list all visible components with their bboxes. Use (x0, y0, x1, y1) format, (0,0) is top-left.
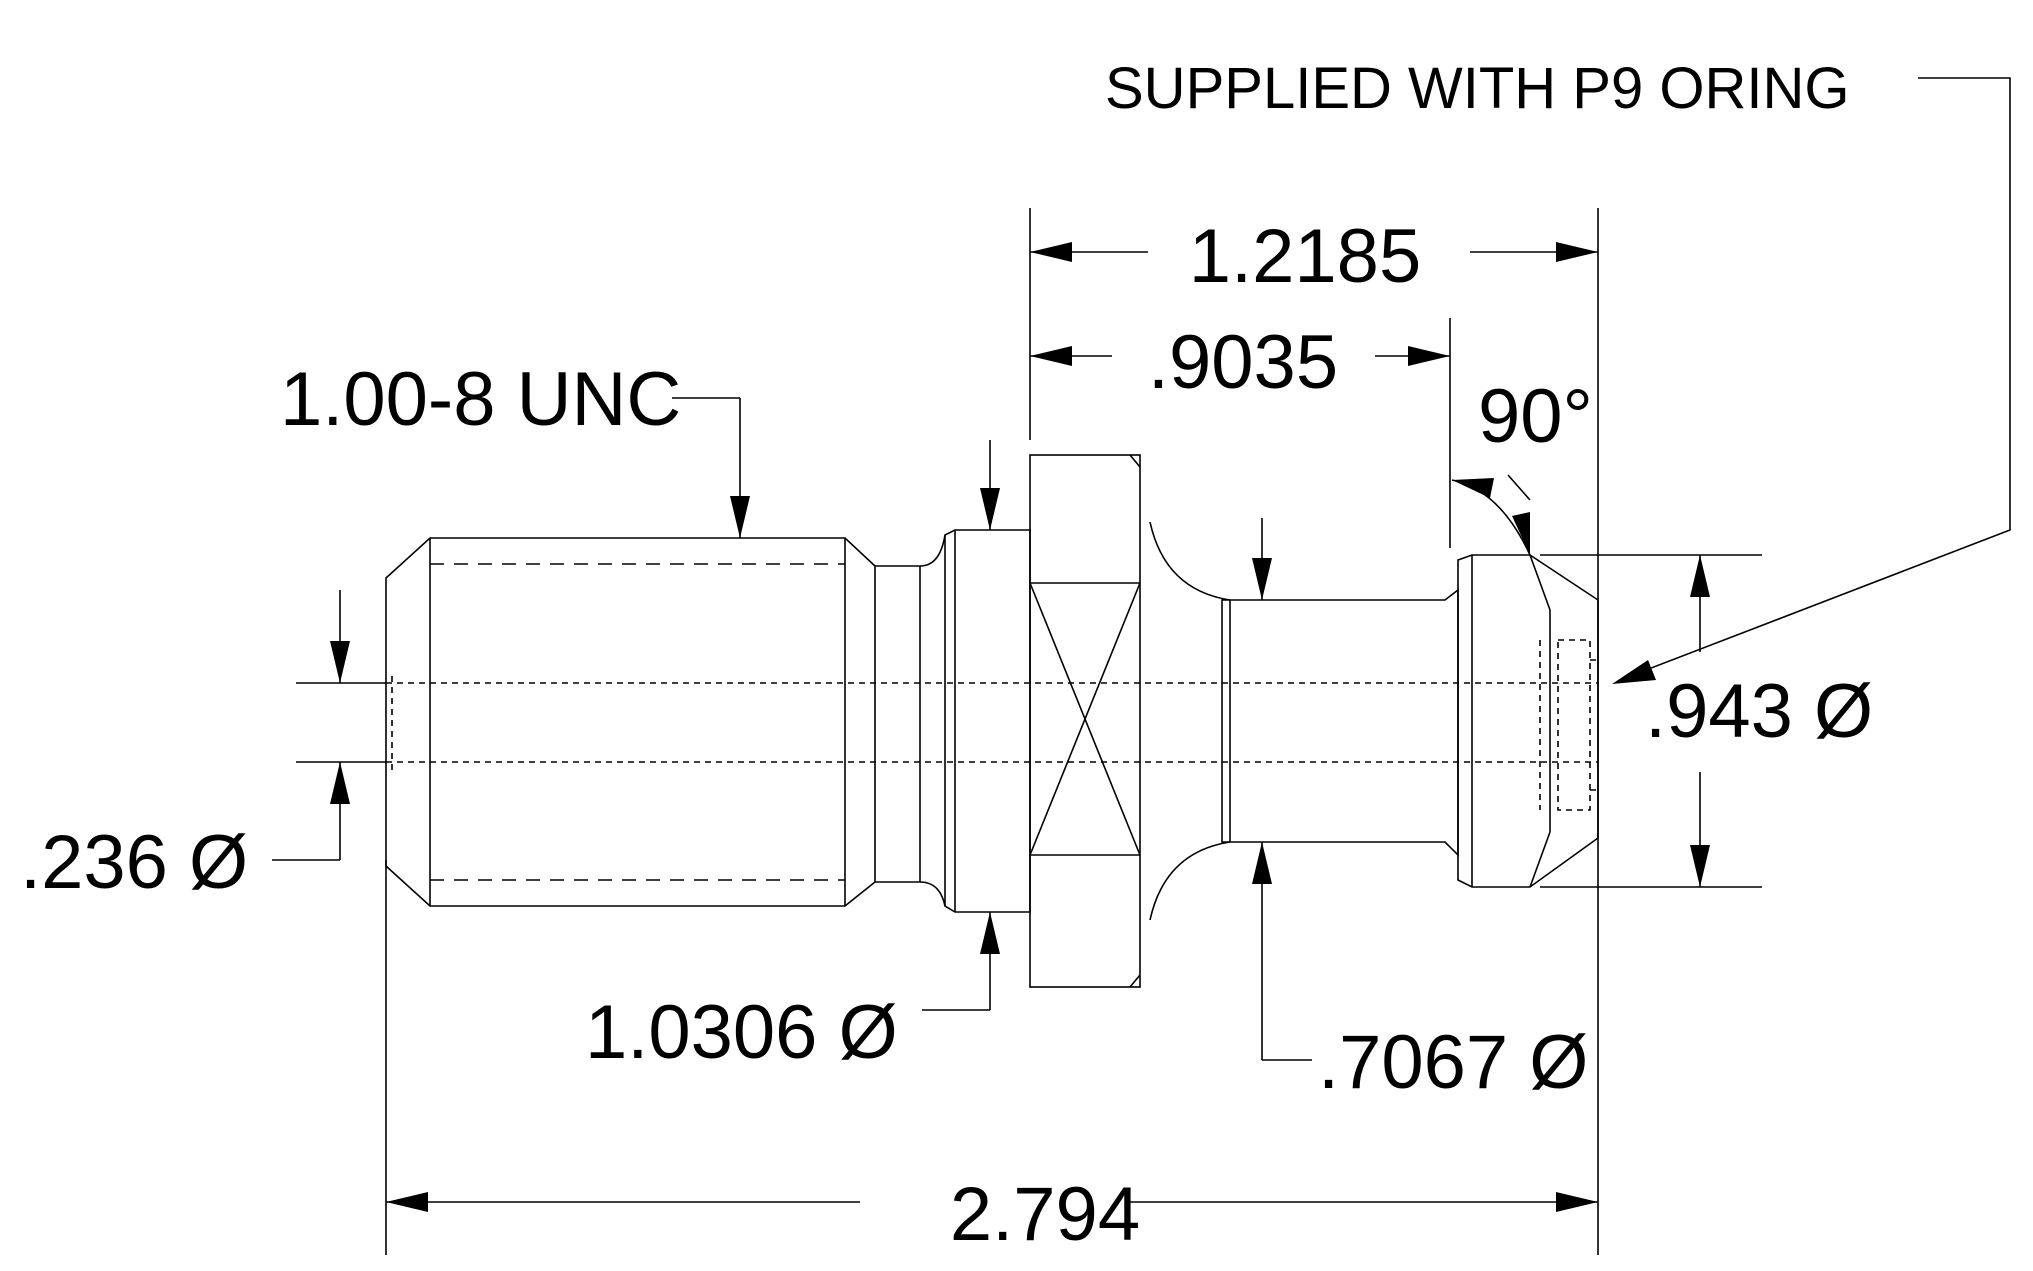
dim-9035-label: .9035 (1148, 320, 1338, 405)
oring-groove-hidden (1539, 639, 1598, 811)
neck-body (1221, 588, 1459, 857)
dim-10306-label: 1.0306 Ø (585, 990, 898, 1075)
dim-236-label: .236 Ø (20, 820, 248, 905)
dim-overall: 2.794 (386, 1172, 1598, 1257)
thread-label: 1.00-8 UNC (280, 357, 681, 442)
dim-9035: .9035 (1030, 320, 1450, 405)
neck-fillet (1149, 521, 1231, 921)
dim-943-label: .943 Ø (1645, 669, 1873, 754)
dim-overall-label: 2.794 (950, 1172, 1140, 1257)
relief-groove (875, 534, 946, 907)
hidden-lines (386, 563, 1598, 881)
oring-note: SUPPLIED WITH P9 ORING (1105, 56, 1849, 121)
callout-thread: 1.00-8 UNC (280, 357, 750, 538)
threaded-shank (385, 537, 876, 907)
dim-angle-label: 90° (1478, 374, 1593, 459)
dim-12185: 1.2185 (1030, 214, 1598, 299)
dim-7067-label: .7067 Ø (1318, 1020, 1588, 1105)
dim-angle: 90° (1451, 374, 1593, 556)
dim-236: .236 Ø (20, 590, 350, 905)
dim-12185-label: 1.2185 (1189, 214, 1421, 299)
callout-oring: SUPPLIED WITH P9 ORING (1105, 56, 2011, 684)
part-outline (385, 454, 1599, 988)
dim-943: .943 Ø (1645, 555, 1873, 887)
extension-lines (296, 208, 1762, 1255)
collar (944, 529, 1031, 913)
stud-head (1457, 554, 1599, 888)
dim-10306: 1.0306 Ø (585, 440, 1000, 1075)
hex-flange (1029, 454, 1141, 988)
dim-7067: .7067 Ø (1252, 518, 1588, 1105)
